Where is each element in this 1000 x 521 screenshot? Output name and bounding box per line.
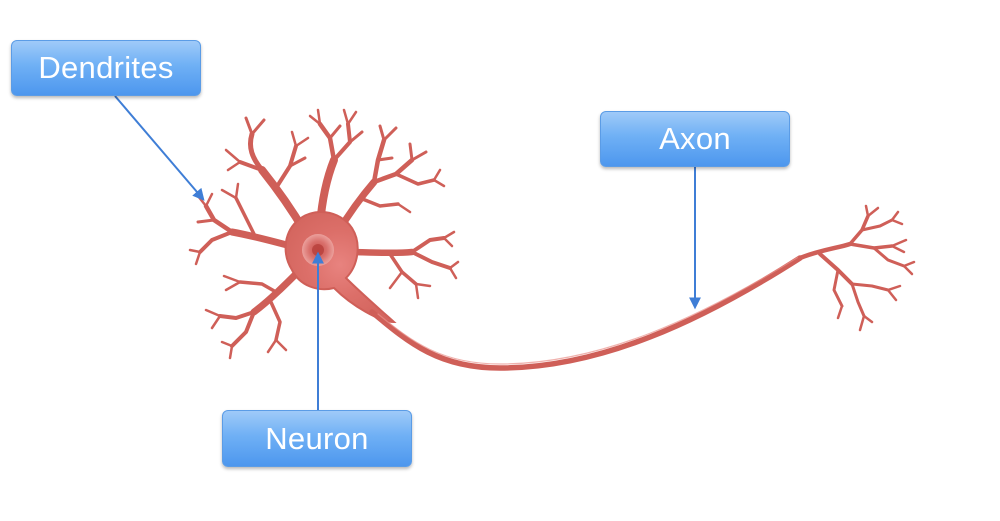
dendrites-pointer: [114, 95, 205, 201]
cell-body: [284, 210, 397, 324]
axon-label: Axon: [600, 111, 790, 167]
axon-terminals: [797, 204, 916, 332]
axon-highlight: [377, 255, 801, 365]
neuron-label: Neuron: [222, 410, 412, 467]
dendrites-label: Dendrites: [11, 40, 201, 96]
axon: [369, 255, 803, 371]
